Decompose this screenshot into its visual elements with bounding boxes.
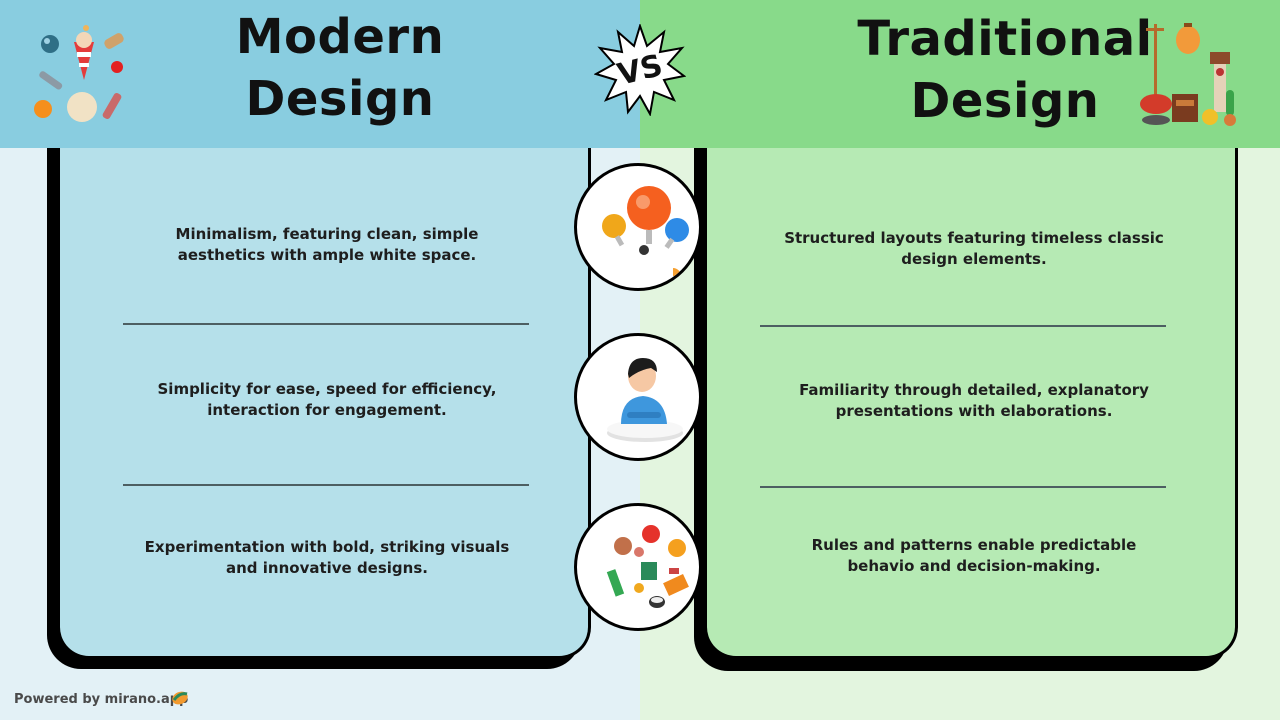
traditional-divider-1 <box>760 325 1166 327</box>
mixed-objects-icon <box>606 525 689 608</box>
modern-divider-2 <box>123 484 529 486</box>
modern-design-card: Minimalism, featuring clean, simple aest… <box>57 140 591 659</box>
modern-point-2: Simplicity for ease, speed for efficienc… <box>157 380 497 419</box>
modern-title-line-1: Modern <box>235 9 445 65</box>
modern-objects-icon <box>34 25 124 122</box>
modern-point-3: Experimentation with bold, striking visu… <box>144 538 510 577</box>
modern-header: Modern Design <box>0 0 640 148</box>
starburst-icon <box>593 22 687 117</box>
traditional-design-card: Structured layouts featuring timeless cl… <box>704 140 1238 659</box>
traditional-point-2: Familiarity through detailed, explanator… <box>799 381 1149 420</box>
traditional-objects-icon <box>1140 23 1236 126</box>
person-icon <box>607 358 683 442</box>
mirano-logo-icon <box>172 691 188 705</box>
objects-circle <box>574 503 702 631</box>
modern-point-1: Minimalism, featuring clean, simple aest… <box>175 225 479 264</box>
traditional-point-1: Structured layouts featuring timeless cl… <box>784 229 1164 268</box>
person-circle <box>574 333 702 461</box>
traditional-title-line-1: Traditional <box>857 11 1153 67</box>
modern-title-line-2: Design <box>245 71 435 127</box>
traditional-header: Traditional Design <box>640 0 1280 148</box>
vs-badge: VS <box>593 22 687 117</box>
footer-credit[interactable]: Powered by mirano.app <box>14 692 189 707</box>
spheres-circle <box>574 163 702 291</box>
traditional-point-3: Rules and patterns enable predictable be… <box>811 536 1137 575</box>
spheres-icon <box>602 186 689 276</box>
traditional-title-line-2: Design <box>910 73 1100 129</box>
modern-divider-1 <box>123 323 529 325</box>
traditional-divider-2 <box>760 486 1166 488</box>
